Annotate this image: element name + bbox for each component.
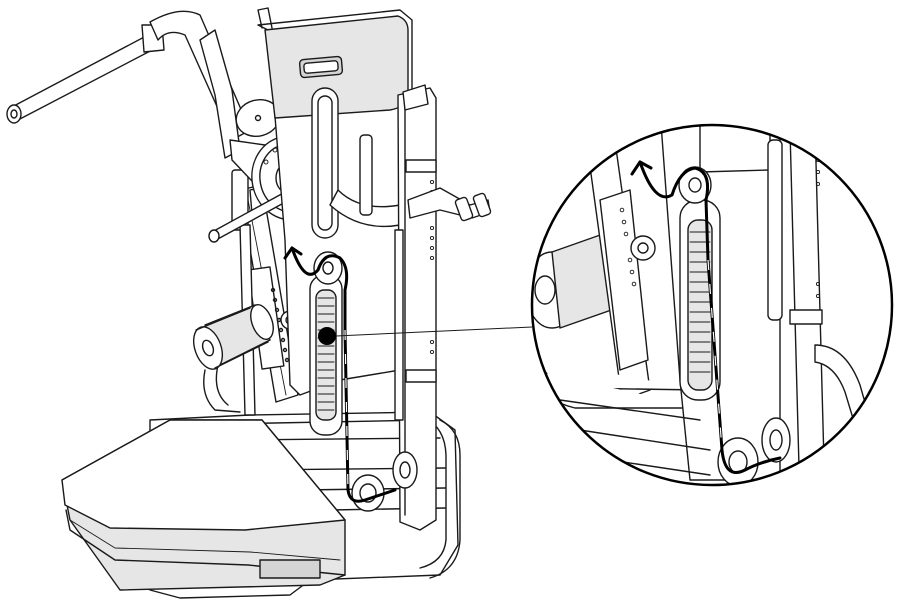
- callout-marker-icon: [318, 327, 336, 345]
- roller-pad: [192, 304, 274, 370]
- upper-pulley: [313, 251, 343, 285]
- cable-route-arrow-icon: [283, 246, 303, 260]
- machine-main-view: [6, 7, 533, 599]
- foot-platform: [61, 419, 346, 591]
- top-arm: [6, 10, 291, 199]
- detail-cable-arrow-icon: [630, 160, 653, 176]
- right-upright: [359, 84, 492, 531]
- detail-magnifier: [530, 123, 894, 487]
- cable-route-main: [283, 246, 397, 503]
- callout-leader-line: [335, 326, 533, 337]
